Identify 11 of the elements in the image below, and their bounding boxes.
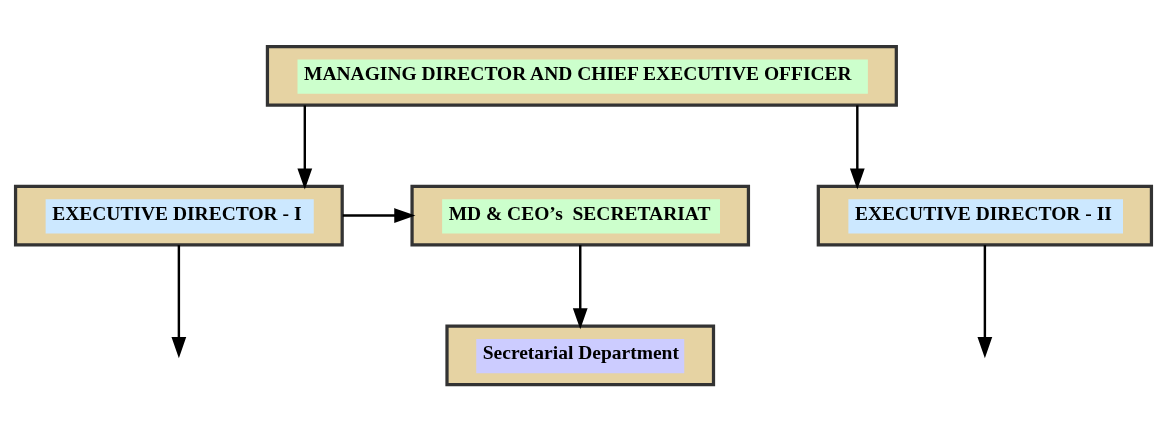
node-box: Secretarial Department: [445, 323, 716, 386]
arrow: [171, 244, 187, 358]
node-box: EXECUTIVE DIRECTOR - II: [816, 184, 1154, 246]
arrow: [297, 104, 313, 190]
arrow: [849, 104, 865, 190]
node-box: EXECUTIVE DIRECTOR - I: [13, 184, 344, 246]
node-box: MD & CEO’s SECRETARIAT: [410, 184, 751, 246]
arrow: [977, 244, 993, 358]
arrow: [342, 207, 416, 223]
arrow: [572, 244, 588, 329]
node-box: MANAGING DIRECTOR AND CHIEF EXECUTIVE OFFICER: [265, 44, 898, 107]
